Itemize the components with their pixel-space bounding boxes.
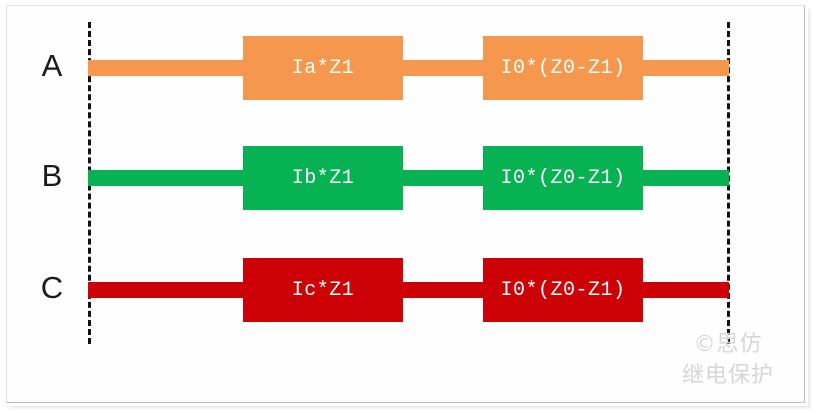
phase-label-b: B <box>41 158 63 193</box>
impedance-block-c-1: Ic*Z1 <box>243 258 403 322</box>
arrow-shaft <box>205 204 273 206</box>
phase-row-c: C Ic*Z1 I0*(Z0-Z1) <box>0 255 816 325</box>
zero-seq-block-a-2: I0*(Z0-Z1) <box>483 36 643 100</box>
impedance-block-a-1: Ia*Z1 <box>243 36 403 100</box>
zero-seq-block-b-2: I0*(Z0-Z1) <box>483 146 643 210</box>
impedance-block-b-1: Ib*Z1 <box>243 146 403 210</box>
phase-row-a: A Ia*Z1 I0*(Z0-Z1) <box>0 33 816 103</box>
watermark: ©思仿 继电保护 <box>682 329 774 391</box>
arrow-shaft <box>205 316 273 318</box>
arrow-shaft <box>205 94 273 96</box>
phase-row-b: B Ib*Z1 I0*(Z0-Z1) <box>0 143 816 213</box>
zero-seq-block-c-2: I0*(Z0-Z1) <box>483 258 643 322</box>
phase-label-c: C <box>40 270 64 305</box>
watermark-line-2: 继电保护 <box>681 363 774 388</box>
phase-label-a: A <box>41 48 63 83</box>
watermark-line-1: ©思仿 <box>693 332 763 357</box>
